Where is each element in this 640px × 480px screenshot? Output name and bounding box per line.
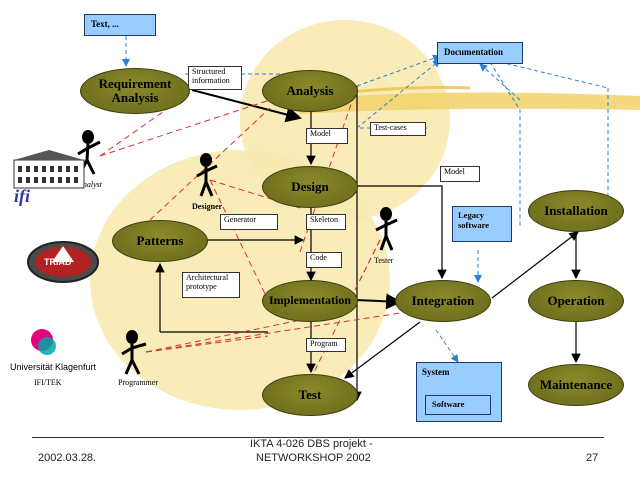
- architectural-prototype-label: Architectural prototype: [182, 272, 240, 298]
- ifi-tek-label: IFI/TEK: [34, 378, 62, 387]
- structured-information-label: Structured information: [188, 66, 242, 90]
- test-node: Test: [262, 374, 358, 416]
- program-label: Program: [306, 338, 346, 352]
- text-box-label: Text, ...: [91, 19, 119, 29]
- triad-logo: [27, 241, 99, 283]
- integration-node: Integration: [395, 280, 491, 322]
- triad-logo-text: TRIAD: [44, 257, 72, 267]
- footer-divider: [32, 437, 604, 438]
- footer-page-number: 27: [586, 452, 599, 464]
- designer-icon: [196, 153, 218, 197]
- implementation-to-integration-arrow: [355, 293, 402, 310]
- programmer-icon: [121, 330, 147, 375]
- analysis-node: Analysis: [262, 70, 358, 112]
- building-logo: [13, 150, 85, 189]
- design-to-integration-arrow: [357, 185, 447, 280]
- documentation-label: Documentation: [444, 47, 503, 57]
- programmer-label: Programmer: [118, 378, 158, 387]
- code-label: Code: [306, 252, 342, 268]
- implementation-node: Implementation: [262, 280, 358, 322]
- design-node: Design: [262, 166, 358, 208]
- tester-label: Tester: [374, 256, 394, 265]
- requirement-analysis-node: Requirement Analysis: [80, 68, 190, 114]
- maintenance-node: Maintenance: [528, 364, 624, 406]
- req-to-analysis-arrow: [191, 89, 302, 123]
- system-label: System: [422, 367, 450, 377]
- legacy-software-box: Legacy software: [452, 206, 512, 242]
- university-name: Universität Klagenfurt: [10, 362, 97, 372]
- integration-to-installation-arrow: [491, 231, 579, 299]
- text-box: Text, ...: [84, 14, 156, 36]
- integration-to-test-arrow: [344, 321, 421, 379]
- skeleton-label: Skeleton: [306, 214, 346, 230]
- university-logo: [31, 329, 56, 355]
- ifi-logo-text: ifi: [14, 186, 30, 206]
- installation-node: Installation: [528, 190, 624, 232]
- test-cases-label: Test-cases: [370, 122, 426, 136]
- operation-node: Operation: [528, 280, 624, 322]
- footer-date: 2002.03.28.: [38, 452, 97, 464]
- brush-stroke: [300, 92, 640, 114]
- designer-label: Designer: [192, 202, 223, 211]
- documentation-box: Documentation: [437, 42, 523, 64]
- generator-label: Generator: [220, 214, 278, 230]
- model-label-2: Model: [440, 166, 480, 182]
- patterns-node: Patterns: [112, 220, 208, 262]
- analyst-icon: [77, 130, 101, 175]
- software-label: Software: [432, 399, 465, 409]
- footer-title-line1: IKTA 4-026 DBS projekt -: [250, 438, 373, 450]
- model-label-1: Model: [306, 128, 348, 144]
- software-box: Software: [425, 395, 491, 415]
- system-box: System Software: [416, 362, 502, 422]
- tester-icon: [375, 207, 398, 251]
- footer-title-line2: NETWORKSHOP 2002: [256, 452, 371, 464]
- analyst-label: Analyst: [78, 180, 102, 189]
